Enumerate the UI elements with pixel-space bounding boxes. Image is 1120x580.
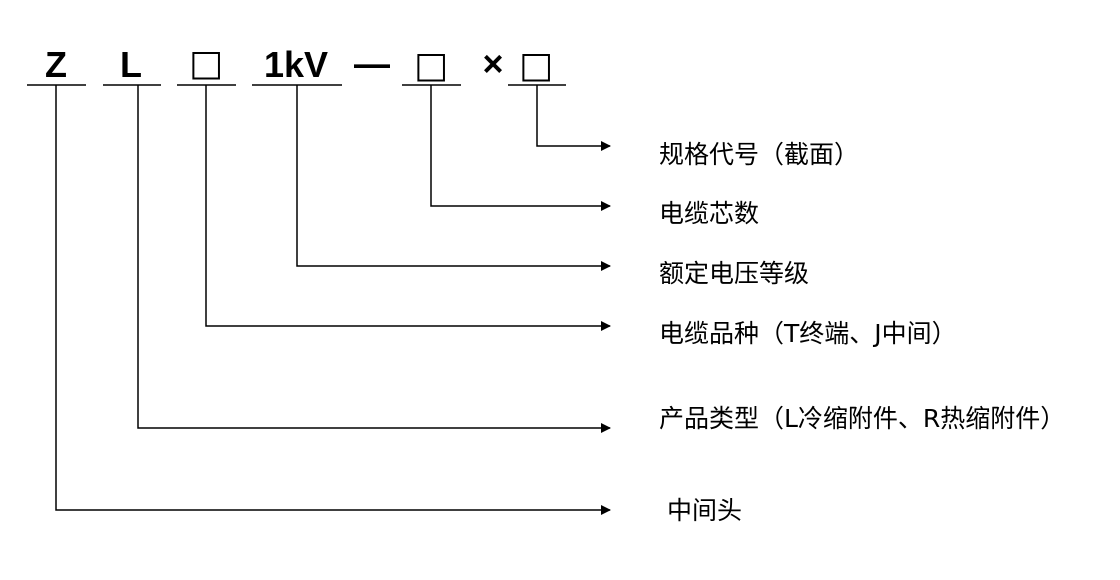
code-variety-box: □ (189, 43, 223, 84)
connector-variety (205, 85, 611, 331)
connector-cores (430, 85, 611, 211)
code-cores-box: □ (414, 45, 448, 86)
connector-joint (55, 85, 611, 515)
connector-spec (536, 85, 611, 151)
label-product-type: 产品类型（L冷缩附件、R热缩附件） (659, 404, 1065, 433)
label-joint: 中间头 (667, 496, 742, 525)
label-variety: 电缆品种（T终端、J中间） (659, 319, 957, 348)
code-l: L (120, 44, 142, 85)
code-voltage: 1kV (264, 44, 328, 85)
code-z: Z (45, 44, 67, 85)
code-spec-box: □ (519, 45, 553, 86)
connector-product-type (137, 85, 611, 433)
connector-voltage (296, 85, 611, 271)
label-cores: 电缆芯数 (659, 199, 759, 228)
label-spec: 规格代号（截面） (659, 140, 859, 169)
label-voltage: 额定电压等级 (659, 259, 809, 288)
code-dash: — (354, 43, 390, 84)
code-times: × (482, 43, 503, 84)
